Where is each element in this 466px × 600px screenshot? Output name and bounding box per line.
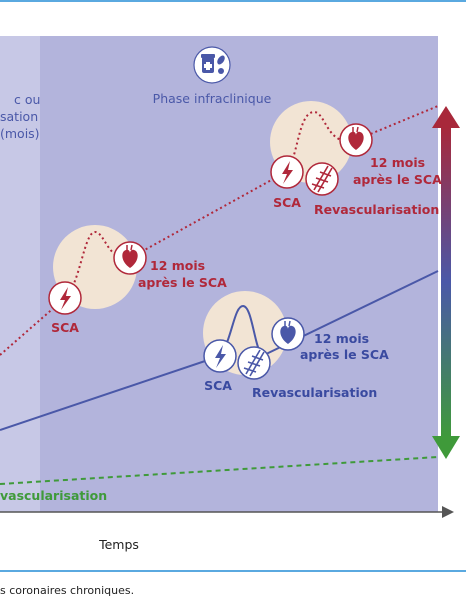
left-phase-panel [0, 36, 40, 512]
blue-revasc-label: Revascularisation [252, 385, 377, 400]
green-revasc-label: vascularisation [0, 488, 107, 503]
blue-months-label-b: après le SCA [300, 347, 389, 362]
bottom-rule [0, 570, 466, 572]
lightning-icon [203, 339, 237, 373]
red-months-label-2a: 12 mois [370, 155, 425, 170]
red-risk-curve [0, 105, 439, 356]
time-axis-label: Temps [98, 537, 139, 552]
red-sca-label-2: SCA [273, 195, 301, 210]
left-phase-label-3: (mois) [0, 126, 40, 141]
green-risk-curve [0, 456, 439, 485]
heart-icon [271, 317, 305, 351]
red-months-label-1a: 12 mois [150, 258, 205, 273]
top-rule [0, 0, 466, 2]
blue-sca-label: SCA [204, 378, 232, 393]
stent-icon [237, 346, 271, 380]
red-revasc-label: Revascularisation [314, 202, 439, 217]
risk-diagram: c ou sation (mois) Phase infraclinique S… [0, 36, 460, 552]
stent-icon [305, 162, 339, 196]
lightning-icon [270, 155, 304, 189]
left-phase-label-2: sation [0, 109, 38, 124]
risk-scale-arrow [441, 126, 451, 438]
risk-arrow-down-head [432, 436, 460, 459]
medication-icon [193, 46, 231, 84]
left-phase-label-1: c ou [14, 92, 40, 107]
red-months-label-2b: après le SCA [353, 172, 442, 187]
blue-months-label-a: 12 mois [314, 331, 369, 346]
red-sca-label-1: SCA [51, 320, 79, 335]
time-axis-arrowhead [442, 506, 454, 518]
lightning-icon [48, 281, 82, 315]
figure-caption: s coronaires chroniques. [0, 584, 135, 597]
risk-arrow-up-head [432, 106, 460, 128]
heart-icon [339, 123, 373, 157]
red-months-label-1b: après le SCA [138, 275, 227, 290]
phase-label: Phase infraclinique [153, 91, 272, 106]
heart-icon [113, 241, 147, 275]
